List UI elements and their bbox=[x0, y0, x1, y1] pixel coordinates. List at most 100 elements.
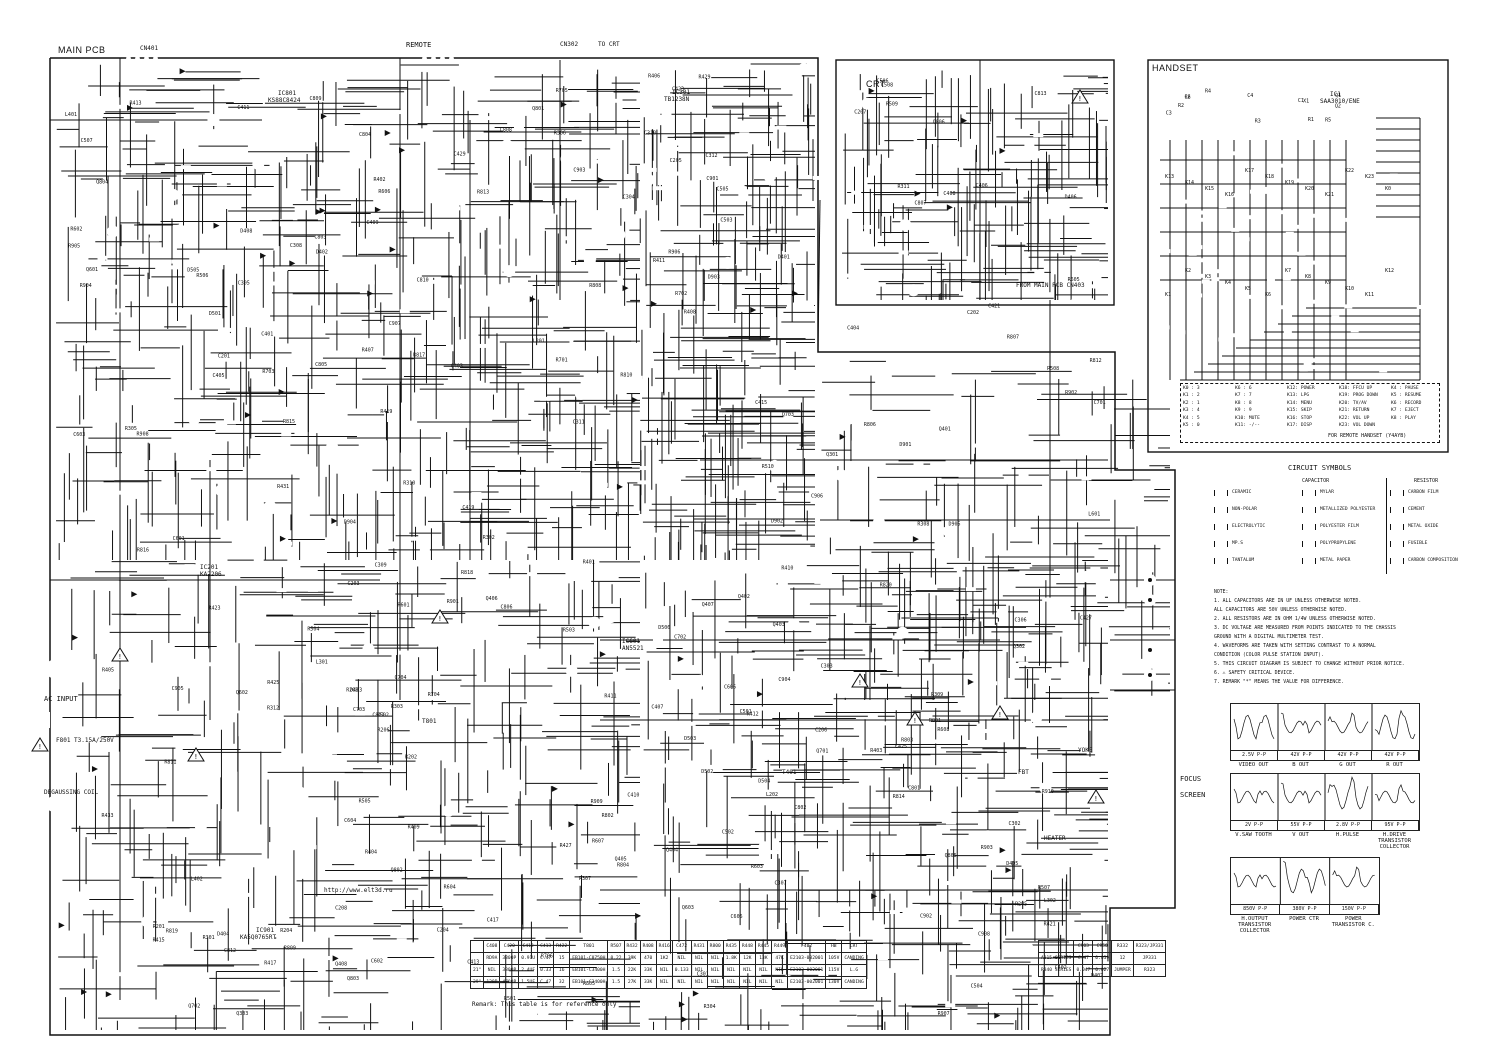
transistor bbox=[942, 525, 955, 538]
component-designator: C401 bbox=[261, 332, 273, 338]
component-designator: Q302 bbox=[1013, 644, 1025, 650]
component-designator: C801 bbox=[908, 786, 920, 792]
component-designator: C415 bbox=[755, 400, 767, 406]
handset-part bbox=[1198, 210, 1207, 215]
handset-key-entry: K3 : 4 bbox=[1183, 408, 1200, 414]
handset-key-entry: K1 : 2 bbox=[1183, 393, 1200, 399]
resistor bbox=[973, 905, 984, 910]
component-designator: K12 bbox=[1385, 268, 1394, 274]
component-designator: R510 bbox=[762, 464, 774, 470]
component-designator: C902 bbox=[920, 914, 932, 920]
transistor bbox=[173, 224, 186, 237]
table-cell: NIL bbox=[722, 964, 740, 977]
handset-part bbox=[1379, 368, 1388, 373]
waveform-trace bbox=[1332, 866, 1375, 888]
component-designator: C409 bbox=[366, 220, 378, 226]
resistor bbox=[150, 893, 161, 898]
symbol-legend-item: CEMENT bbox=[1408, 507, 1425, 512]
component-designator: R608 bbox=[937, 727, 949, 733]
resistor bbox=[399, 309, 410, 314]
resistor bbox=[504, 1021, 515, 1026]
resistor bbox=[482, 116, 493, 121]
ic-pin bbox=[640, 655, 643, 658]
note-item: 7. REMARK "*" MEANS THE VALUE FOR DIFFER… bbox=[1214, 680, 1344, 685]
ic-pin bbox=[662, 135, 665, 138]
component-designator: C506 bbox=[876, 78, 888, 84]
resistor bbox=[500, 283, 511, 288]
table-cell: EB101-C0750H bbox=[569, 952, 609, 965]
transistor bbox=[661, 992, 674, 1005]
component-designator: R817 bbox=[413, 353, 425, 359]
handset-part bbox=[1242, 215, 1251, 220]
handset-part bbox=[1194, 245, 1203, 250]
av-jack-center bbox=[1148, 673, 1152, 677]
diode bbox=[58, 922, 65, 929]
resistor bbox=[263, 383, 274, 388]
cn503-connector-pin bbox=[1062, 298, 1067, 303]
table-header-cell: CRT bbox=[841, 940, 867, 953]
handset-part bbox=[1297, 251, 1306, 256]
component-designator: K5 bbox=[1245, 286, 1251, 292]
symbol-glyph bbox=[1214, 524, 1228, 530]
note-item: 6. ⚠ SAFETY CRITICAL DEVICE. bbox=[1214, 671, 1295, 676]
handset-part bbox=[1215, 269, 1224, 274]
handset-part bbox=[1416, 305, 1425, 310]
cn401-label: CN401 bbox=[140, 45, 159, 52]
table-cell: 0.22 bbox=[607, 952, 625, 965]
waveform-caption: H.DRIVE TRANSISTOR COLLECTOR bbox=[1377, 832, 1412, 850]
resistor bbox=[206, 662, 217, 667]
resistor bbox=[1061, 346, 1072, 351]
symbol-glyph bbox=[1302, 541, 1316, 547]
waveform-trace bbox=[1374, 709, 1416, 740]
cn403-connector-pin bbox=[1002, 896, 1007, 901]
component-designator: Q804 bbox=[96, 180, 108, 186]
ic-pin bbox=[662, 276, 665, 279]
symbol-glyph bbox=[1390, 541, 1404, 547]
resistor bbox=[398, 650, 409, 655]
resistor bbox=[419, 547, 430, 552]
resistor bbox=[992, 487, 1003, 492]
handset-key-entry: K2 : 1 bbox=[1183, 400, 1200, 406]
resistor bbox=[414, 281, 425, 286]
waveform-caption: V.SAW TOOTH bbox=[1235, 832, 1272, 838]
resistor bbox=[945, 1003, 956, 1008]
diode bbox=[839, 433, 846, 440]
diode bbox=[599, 651, 606, 658]
component-designator: Q404 bbox=[666, 847, 678, 853]
resistor bbox=[354, 153, 365, 158]
transistor bbox=[676, 98, 689, 111]
table-cell: 130V bbox=[825, 976, 843, 989]
component-designator: C507 bbox=[81, 138, 93, 144]
transistor bbox=[588, 616, 601, 629]
transistor bbox=[309, 990, 322, 1003]
waveform-amplitude: 42V P-P bbox=[1278, 751, 1325, 760]
diode bbox=[622, 285, 629, 292]
transistor bbox=[186, 289, 199, 302]
component-designator: R908 bbox=[137, 432, 149, 438]
handset-key-entry: K13: LPG bbox=[1287, 393, 1310, 399]
resistor bbox=[823, 422, 834, 427]
note-item: 4. WAVEFORMS ARE TAKEN WITH SETTING CONT… bbox=[1214, 644, 1376, 649]
handset-part bbox=[1199, 258, 1208, 263]
handset-part bbox=[1372, 340, 1381, 345]
component-designator: Q802 bbox=[391, 867, 403, 873]
table-header-cell: C420 bbox=[499, 940, 520, 953]
ic-pin bbox=[662, 474, 665, 477]
table-header-cell: R445 bbox=[754, 940, 772, 953]
ic-pin bbox=[264, 302, 267, 305]
component-designator: C1 bbox=[1298, 98, 1304, 104]
table-cell: 1.5 bbox=[607, 964, 625, 977]
resistor bbox=[648, 434, 659, 439]
transistor bbox=[583, 254, 596, 267]
component-designator: C808 bbox=[500, 128, 512, 134]
handset-part bbox=[1271, 219, 1280, 224]
component-designator: C208 bbox=[335, 905, 347, 911]
resistor bbox=[413, 276, 424, 281]
note-item: 1. ALL CAPACITORS ARE IN UF UNLESS OTHER… bbox=[1214, 599, 1362, 604]
component-designator: Q603 bbox=[682, 905, 694, 911]
safety-warning-icon bbox=[1087, 789, 1105, 804]
key-switch bbox=[1238, 336, 1245, 342]
handset-part bbox=[1361, 271, 1370, 276]
resistor bbox=[537, 536, 548, 541]
